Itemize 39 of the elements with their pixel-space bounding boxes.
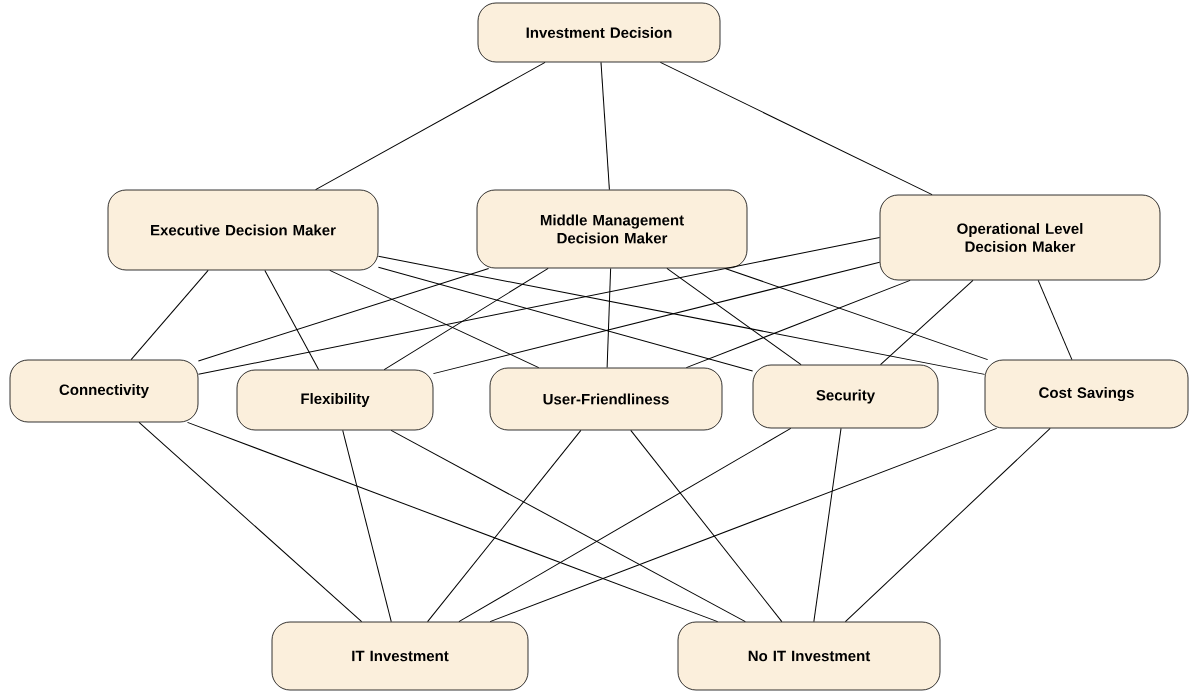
connector-line <box>685 279 911 369</box>
rounded-box: Flexibility <box>236 369 434 431</box>
connector-line <box>138 421 363 623</box>
connector-line <box>1037 279 1073 361</box>
rounded-box: Middle Management Decision Maker <box>476 189 748 269</box>
rounded-box: User-Friendliness <box>489 367 723 431</box>
connector-line <box>377 255 986 375</box>
connector-line <box>489 427 998 623</box>
connector-line <box>197 267 490 362</box>
connector-line <box>458 427 792 623</box>
connector-line <box>666 267 802 366</box>
rounded-box: IT Investment <box>271 621 529 691</box>
connector-line <box>606 267 612 369</box>
rounded-box: Investment Decision <box>477 2 721 63</box>
connector-line <box>383 267 549 371</box>
rounded-box: No IT Investment <box>677 621 941 691</box>
connector-line <box>130 269 209 361</box>
connector-line <box>844 427 1051 623</box>
connector-line <box>600 61 610 191</box>
connector-line <box>880 279 974 366</box>
connector-line <box>724 267 989 361</box>
connector-line <box>813 427 842 623</box>
connector-line <box>630 429 783 623</box>
connector-line <box>187 421 719 623</box>
connector-line <box>390 429 746 623</box>
rounded-box: Executive Decision Maker <box>107 189 379 271</box>
connector-line <box>377 266 754 372</box>
connector-line <box>432 261 881 375</box>
connector-line <box>329 269 540 369</box>
connector-line <box>315 61 546 191</box>
rounded-box: Operational Level Decision Maker <box>879 194 1161 281</box>
connector-line <box>197 237 881 375</box>
connector-line <box>264 269 320 371</box>
connector-line <box>427 429 582 623</box>
rounded-box: Cost Savings <box>984 359 1189 429</box>
rounded-box: Security <box>752 364 939 429</box>
connector-line <box>659 61 933 196</box>
connector-line <box>342 429 392 623</box>
rounded-box: Connectivity <box>9 359 199 423</box>
